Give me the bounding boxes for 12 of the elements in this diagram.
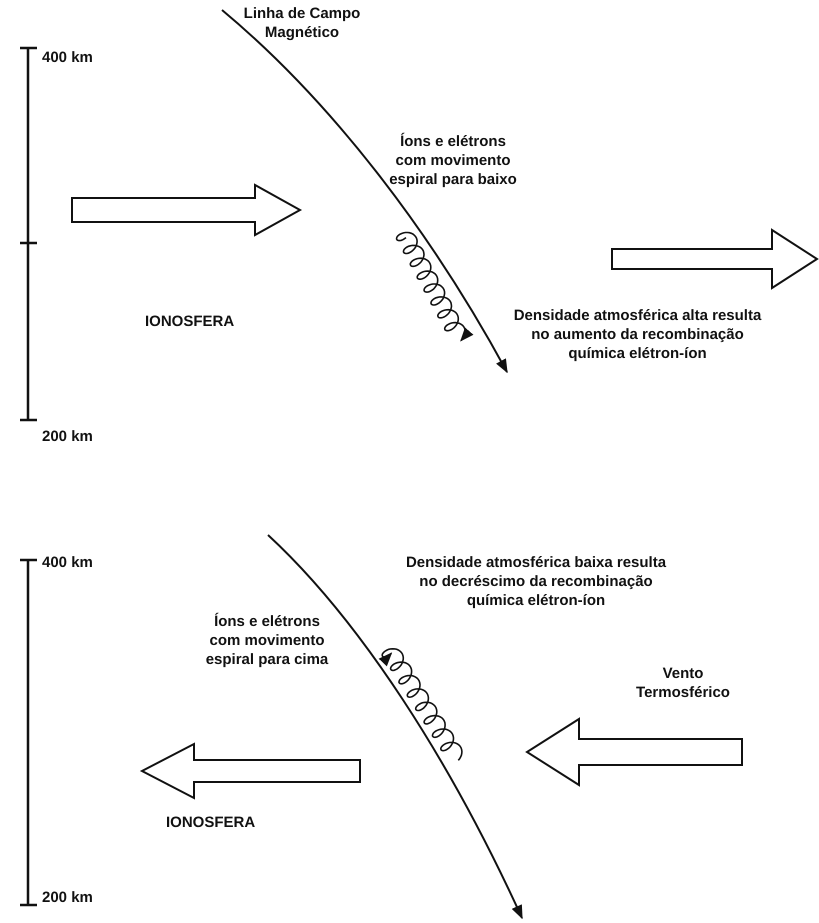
- region-label: IONOSFERA: [166, 813, 256, 832]
- annotation-text: Íons e elétrons com movimento espiral para baixo: [388, 132, 518, 189]
- line-label: Linha de Campo Magnético: [242, 4, 362, 42]
- altitude-label: 200 km: [42, 427, 94, 446]
- annotation-text: Íons e elétrons com movimento espiral para cima: [204, 612, 330, 669]
- annotation-text: Densidade atmosférica baixa resulta no decréscimo da recombinação química elétron-íon: [405, 553, 667, 610]
- altitude-label: 200 km: [42, 888, 94, 907]
- region-label: IONOSFERA: [145, 312, 236, 331]
- annotation-text: Densidade atmosférica alta resulta no aumento da recombinação química elétron-íon: [512, 306, 762, 363]
- altitude-label: 400 km: [42, 48, 94, 67]
- altitude-label: 400 km: [42, 553, 94, 572]
- annotation-text: Vento Termosférico: [635, 664, 731, 702]
